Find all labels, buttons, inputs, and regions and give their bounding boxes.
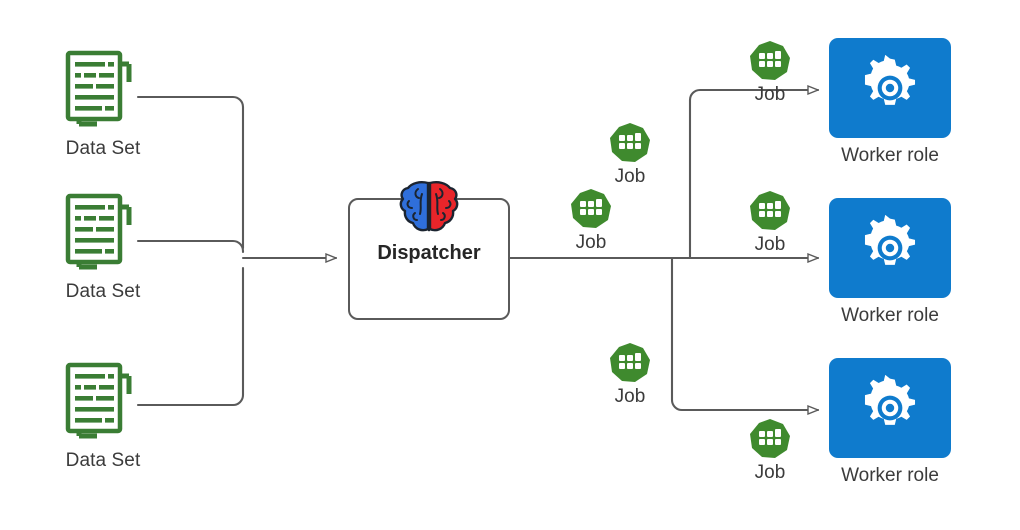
worker-role-label: Worker role xyxy=(841,465,939,486)
dispatcher-label: Dispatcher xyxy=(377,242,481,264)
job-node[interactable]: Job xyxy=(585,122,675,188)
worker-role-node[interactable]: Worker role xyxy=(810,38,970,167)
job-node[interactable]: Job xyxy=(725,190,815,256)
job-hexagon-icon xyxy=(609,342,651,384)
job-node[interactable]: Job xyxy=(725,40,815,106)
job-label: Job xyxy=(575,232,607,253)
brain-icon xyxy=(398,180,460,234)
dataset-node[interactable]: Data Set xyxy=(28,360,178,472)
job-hexagon-icon xyxy=(749,40,791,82)
dataset-node[interactable]: Data Set xyxy=(28,48,178,160)
dataset-label: Data Set xyxy=(65,450,141,471)
document-stack-icon xyxy=(63,360,143,444)
gear-icon xyxy=(864,375,916,425)
job-node[interactable]: Job xyxy=(546,188,636,254)
dataset-label: Data Set xyxy=(65,138,141,159)
worker-tile xyxy=(829,358,951,458)
worker-role-label: Worker role xyxy=(841,305,939,326)
worker-role-node[interactable]: Worker role xyxy=(810,198,970,327)
worker-role-label: Worker role xyxy=(841,145,939,166)
worker-tile xyxy=(829,38,951,138)
dataset-node[interactable]: Data Set xyxy=(28,191,178,303)
document-stack-icon xyxy=(63,191,143,275)
job-label: Job xyxy=(754,84,786,105)
job-hexagon-icon xyxy=(609,122,651,164)
job-node[interactable]: Job xyxy=(725,418,815,484)
job-hexagon-icon xyxy=(749,418,791,460)
job-hexagon-icon xyxy=(749,190,791,232)
gear-icon xyxy=(864,215,916,265)
job-label: Job xyxy=(614,386,646,407)
job-label: Job xyxy=(754,234,786,255)
worker-role-node[interactable]: Worker role xyxy=(810,358,970,487)
dataset-label: Data Set xyxy=(65,281,141,302)
job-hexagon-icon xyxy=(570,188,612,230)
worker-tile xyxy=(829,198,951,298)
wire-branch-worker3 xyxy=(670,256,820,410)
job-label: Job xyxy=(754,462,786,483)
document-stack-icon xyxy=(63,48,143,132)
gear-icon xyxy=(864,55,916,105)
job-node[interactable]: Job xyxy=(585,342,675,408)
job-label: Job xyxy=(614,166,646,187)
